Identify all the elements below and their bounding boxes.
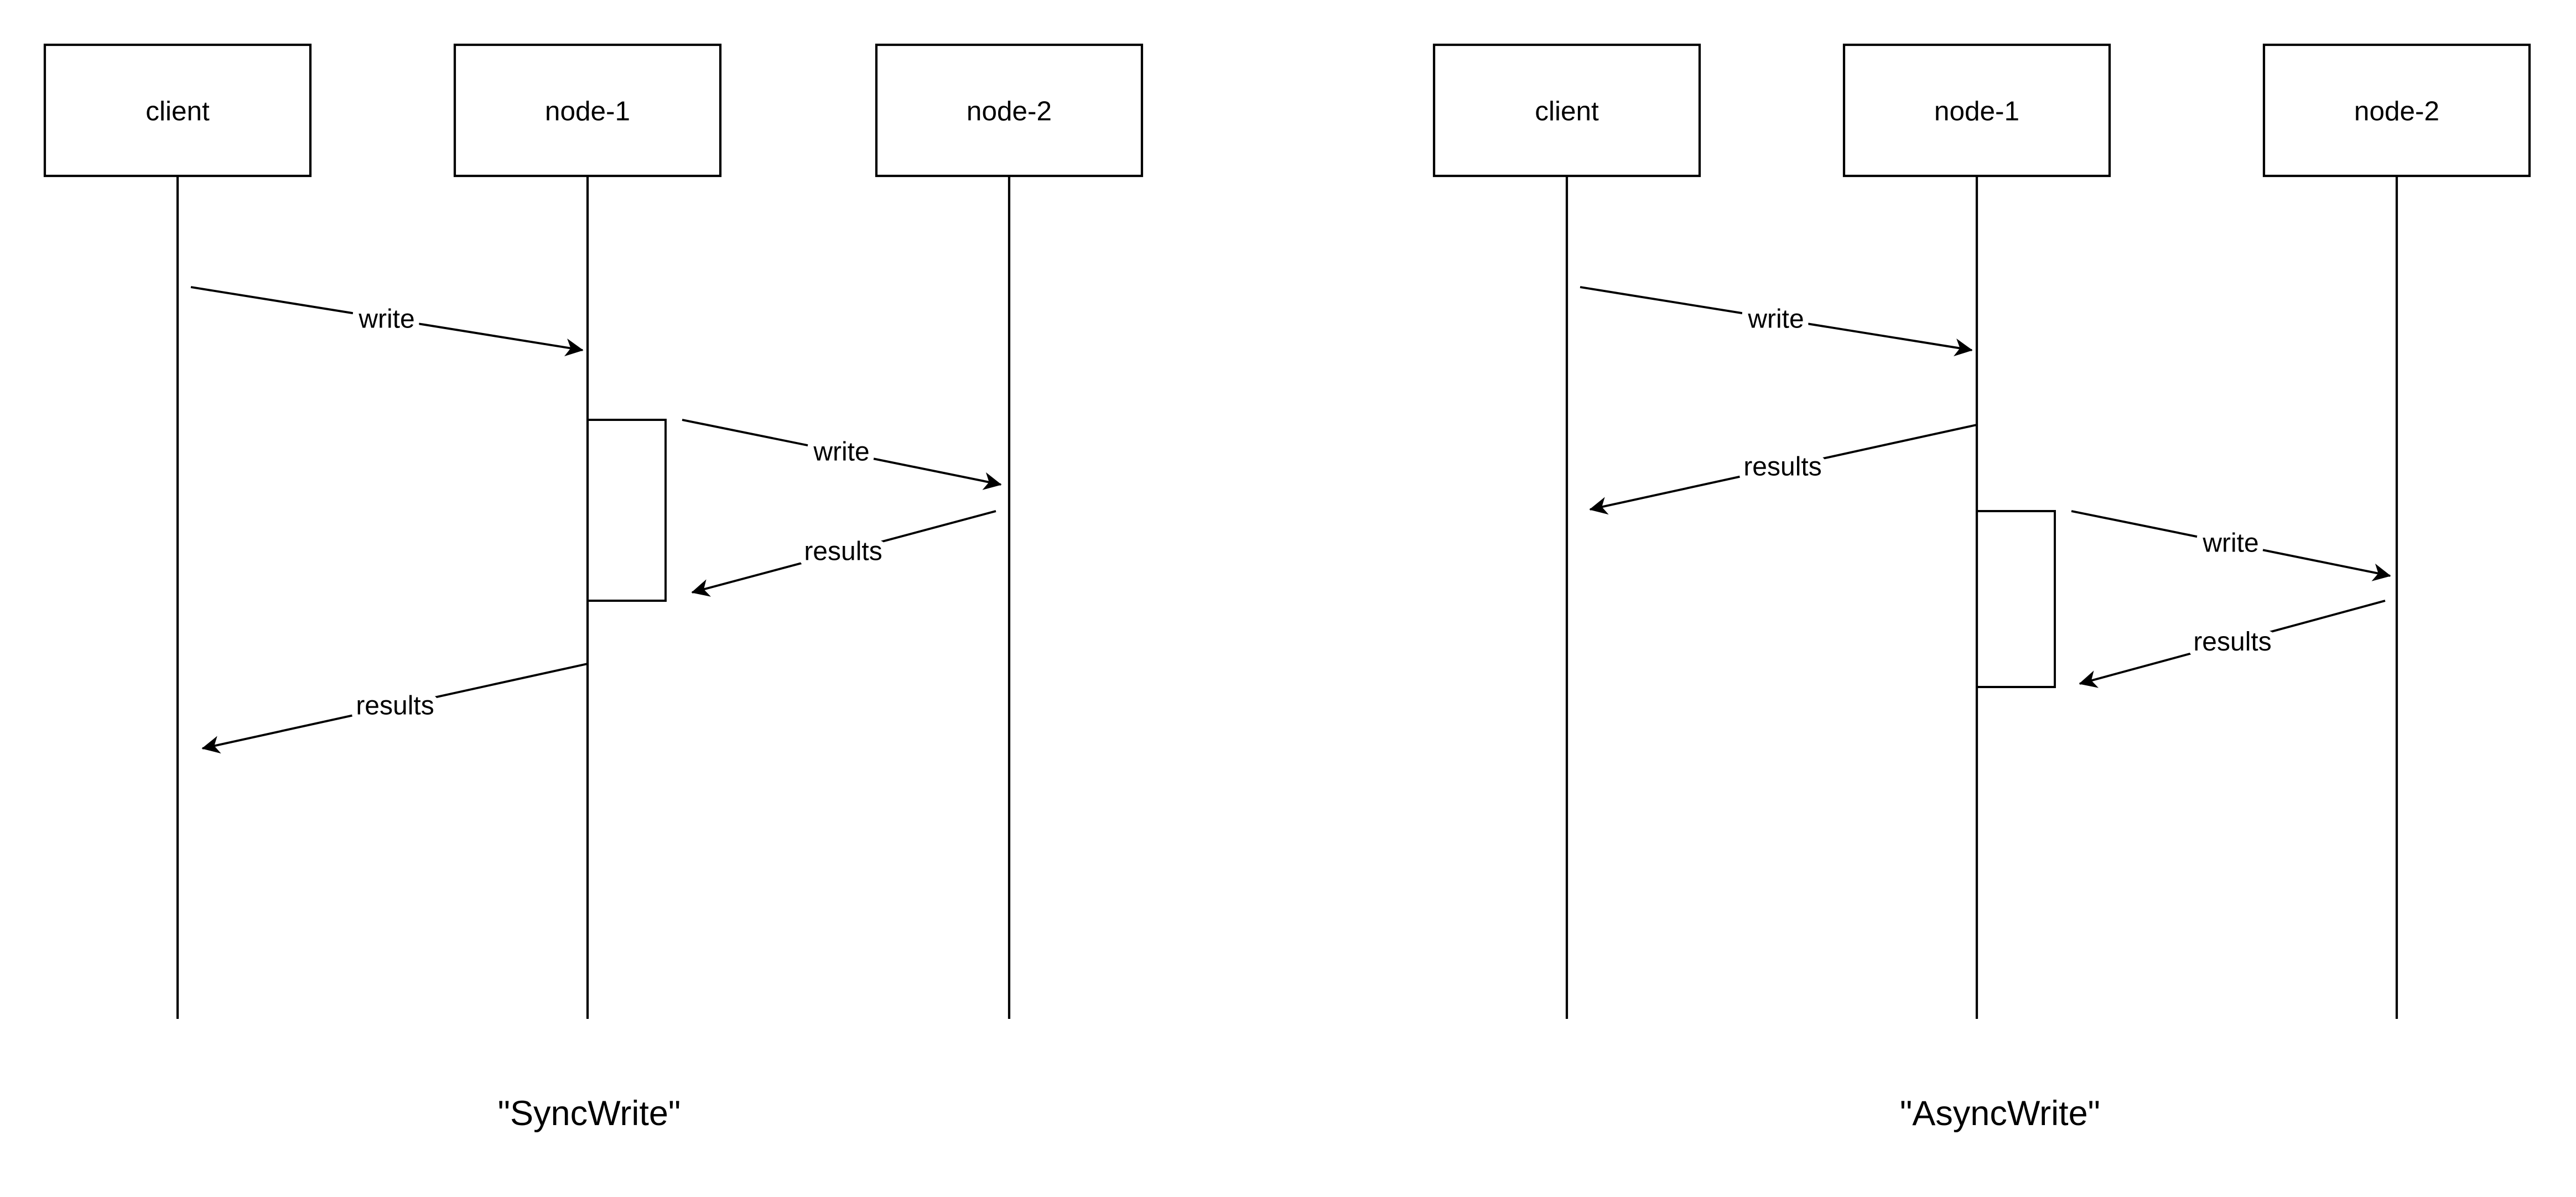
- message-results-node1-client: results: [201, 663, 588, 754]
- actor-box-node-2: [2262, 43, 2531, 178]
- actor-node-1: node-1: [453, 43, 722, 178]
- message-label: results: [356, 691, 434, 721]
- message-write-client-node1: write: [1580, 286, 1973, 357]
- activation-node-1: [588, 419, 667, 602]
- actor-label-node-1: node-1: [545, 96, 630, 127]
- actor-box-node-1: [453, 43, 722, 178]
- caption-syncwrite: "SyncWrite": [498, 1094, 681, 1133]
- message-results-node1-client: results: [1589, 424, 1977, 515]
- message-write-client-node1: write: [190, 286, 584, 357]
- message-label: write: [358, 305, 414, 334]
- actor-label-node-2: node-2: [2354, 96, 2439, 127]
- message-arrow: [190, 286, 584, 357]
- message-arrow: [1580, 286, 1973, 357]
- activation-node-1: [1977, 510, 2056, 688]
- message-results-node2-node1: results: [2079, 600, 2386, 688]
- message-arrow: [691, 510, 996, 597]
- actor-node-1: node-1: [1842, 43, 2111, 178]
- actor-node-2: node-2: [875, 43, 1144, 178]
- message-arrow: [2079, 600, 2386, 688]
- message-label: results: [2193, 627, 2271, 657]
- message-arrow: [1589, 424, 1977, 515]
- message-write-node1-node2: write: [682, 419, 1002, 490]
- actor-client: client: [1432, 43, 1701, 178]
- actor-box-node-2: [875, 43, 1144, 178]
- actor-node-2: node-2: [2262, 43, 2531, 178]
- message-label: write: [813, 438, 869, 467]
- actor-label-node-1: node-1: [1934, 96, 2019, 127]
- diagram-syncwrite: client node-1 node-2 write write results: [43, 43, 1144, 1133]
- actor-label-node-2: node-2: [967, 96, 1052, 127]
- actor-box-client: [1432, 43, 1701, 178]
- message-write-node1-node2: write: [2071, 510, 2391, 581]
- message-arrow: [682, 419, 1002, 490]
- diagram-asyncwrite: client node-1 node-2 write results write: [1432, 43, 2531, 1133]
- caption-asyncwrite: "AsyncWrite": [1900, 1094, 2100, 1133]
- message-label: results: [1743, 452, 1821, 482]
- message-results-node2-node1: results: [691, 510, 996, 597]
- message-label: write: [1747, 305, 1804, 334]
- actor-label-client: client: [146, 96, 210, 127]
- message-label: write: [2202, 529, 2258, 558]
- actor-client: client: [43, 43, 312, 178]
- message-arrow: [201, 663, 588, 754]
- actor-label-client: client: [1535, 96, 1599, 127]
- actor-box-node-1: [1842, 43, 2111, 178]
- actor-box-client: [43, 43, 312, 178]
- message-label: results: [804, 537, 882, 566]
- message-arrow: [2071, 510, 2391, 581]
